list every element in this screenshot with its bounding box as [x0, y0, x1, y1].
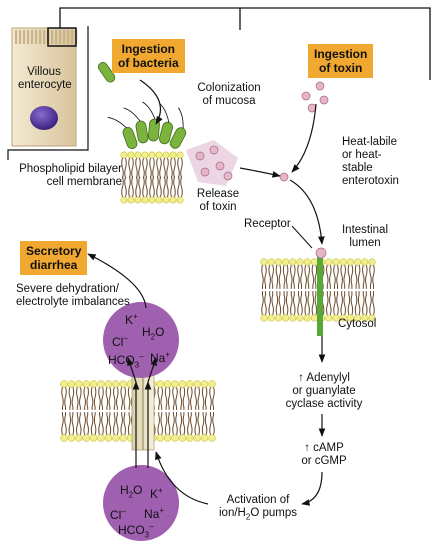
ingestion-toxin-line2: of toxin [319, 61, 363, 75]
ion-k-bottom: K+ [150, 486, 163, 501]
ingestion-toxin-line1: Ingestion [314, 47, 368, 61]
ion-na-bottom: Na+ [144, 506, 165, 521]
ingestion-of-bacteria-box: Ingestion of bacteria [112, 39, 185, 73]
activation-label: Activation of ion/H2O pumps [219, 494, 297, 522]
ingestion-bacteria-line1: Ingestion [121, 42, 176, 56]
colonization-label: Colonization of mucosa [197, 82, 261, 107]
camp-label: ↑ cAMP or cGMP [301, 442, 347, 467]
ingestion-bacteria-line2: of bacteria [118, 56, 179, 70]
ion-h2o-top: H2O [142, 325, 165, 342]
ingestion-of-toxin-box: Ingestion of toxin [308, 44, 374, 78]
dehydration-label: Severe dehydration/ electrolyte imbalanc… [16, 283, 130, 308]
ion-circle-top [103, 302, 179, 378]
villous-enterocyte [11, 27, 78, 147]
ion-hco3-bottom: HCO3– [118, 522, 154, 540]
phospholipid-label: Phospholipid bilayer cell membrane [19, 163, 122, 188]
receptor-label: Receptor [244, 218, 291, 230]
enterotoxin-label: Heat-labile or heat- stable enterotoxin [342, 136, 399, 187]
ion-hco3-top: HCO3– [108, 352, 144, 370]
release-of-toxin-label: Release of toxin [196, 188, 240, 213]
secretory-diarrhea-box: Secretory diarrhea [20, 241, 88, 275]
receptor [317, 256, 323, 336]
secretory-line2: diarrhea [30, 258, 78, 272]
ion-k-top: K+ [125, 312, 138, 327]
villous-enterocyte-label: Villous enterocyte [18, 66, 72, 91]
intestinal-lumen-label: Intestinal lumen [341, 224, 389, 249]
ion-cl-bottom: Cl– [110, 507, 126, 522]
bacterium [97, 62, 116, 83]
adenylyl-label: ↑ Adenylyl or guanylate cyclase activity [285, 372, 363, 410]
ion-na-top: Na+ [150, 350, 171, 365]
nucleus [30, 106, 58, 130]
ion-cl-top: Cl– [112, 334, 128, 349]
ion-h2o-bottom: H2O [120, 483, 143, 500]
ion-circle-bottom [103, 465, 179, 541]
top-bracket-line [59, 7, 431, 80]
cytosol-label: Cytosol [338, 318, 377, 330]
secretory-line1: Secretory [26, 244, 82, 258]
membrane-colonization [120, 151, 184, 204]
colonizing-bacteria [107, 101, 187, 150]
